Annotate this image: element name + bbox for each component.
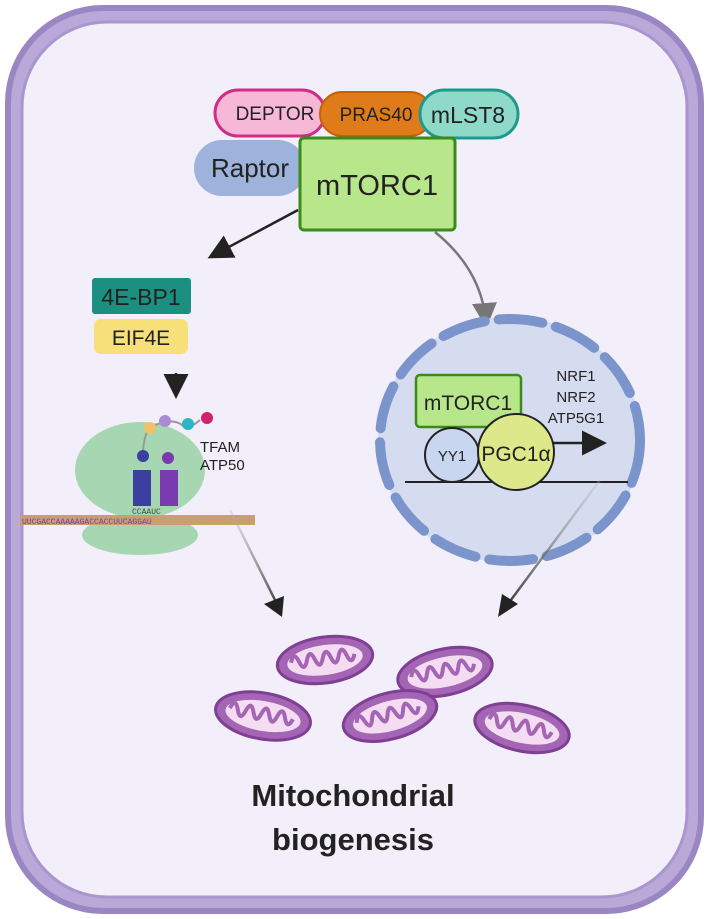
outcome-line1: Mitochondrial: [251, 778, 454, 813]
arrowhead-ribosome-to-mito: [264, 596, 284, 617]
yy1-label: YY1: [438, 448, 466, 465]
nuclear-mtorc1-label: mTORC1: [424, 392, 512, 415]
pgc1a-label: PGC1α: [481, 443, 550, 466]
mtorc1-label: mTORC1: [316, 170, 438, 202]
codon-label: CCAAUC: [132, 508, 161, 517]
nuclear-mtorc1-box: [414, 373, 523, 429]
pgc1a-circle: [477, 413, 555, 491]
mrna-strand: [20, 515, 255, 525]
mrna-sequence: UUCGACCAAAAAGACCACCUUCAGGAU: [22, 518, 152, 527]
gene-nrf2: NRF2: [556, 389, 595, 406]
gene-nrf1: NRF1: [556, 368, 595, 385]
ribosome-translation: UUCGACCAAAAAGACCACCUUCAGGAU CCAAUC: [20, 412, 255, 555]
raptor-label: Raptor: [211, 153, 289, 183]
mlst8-pill: [418, 88, 520, 140]
arrow-nucleus-to-mito: [503, 479, 602, 609]
deptor-label: DEPTOR: [236, 104, 315, 125]
amino-acid-2: [162, 452, 174, 464]
mtorc1-box: [298, 136, 457, 232]
4ebp1-box: [92, 278, 191, 314]
cell-inner-membrane: [20, 20, 689, 899]
arrow-to-4ebp1: [207, 208, 299, 259]
gene-atp5g1: ATP5G1: [548, 410, 604, 427]
targets-atp50: ATP50: [200, 457, 245, 474]
nucleus: mTORC1 YY1 PGC1α NRF1 NRF2 ATP5G1: [375, 314, 645, 566]
mtorc1-complex: DEPTOR PRAS40 mLST8 Raptor mTORC1: [194, 88, 520, 232]
raptor-pill: [194, 140, 306, 196]
4ebp1-label: 4E-BP1: [101, 284, 180, 310]
mlst8-label: mLST8: [431, 102, 505, 128]
pras40-label: PRAS40: [340, 105, 413, 126]
trna-1: [133, 470, 151, 506]
targets-tfam: TFAM: [200, 439, 240, 456]
peptide-bead-2: [159, 415, 171, 427]
arrowhead-nucleus-to-mito: [498, 594, 518, 617]
peptide-bead-1: [144, 422, 156, 434]
peptide-bead-3: [182, 418, 194, 430]
eif4e-label: EIF4E: [112, 327, 170, 350]
outcome-line2: biogenesis: [272, 822, 434, 857]
arrow-to-nucleus: [434, 231, 497, 328]
eif4e-box: [94, 319, 188, 354]
trna-2: [160, 470, 178, 506]
nuclear-envelope: [375, 314, 645, 566]
amino-acid-1: [137, 450, 149, 462]
peptide-bead-4: [201, 412, 213, 424]
arrow-ribosome-to-mito: [228, 509, 282, 611]
